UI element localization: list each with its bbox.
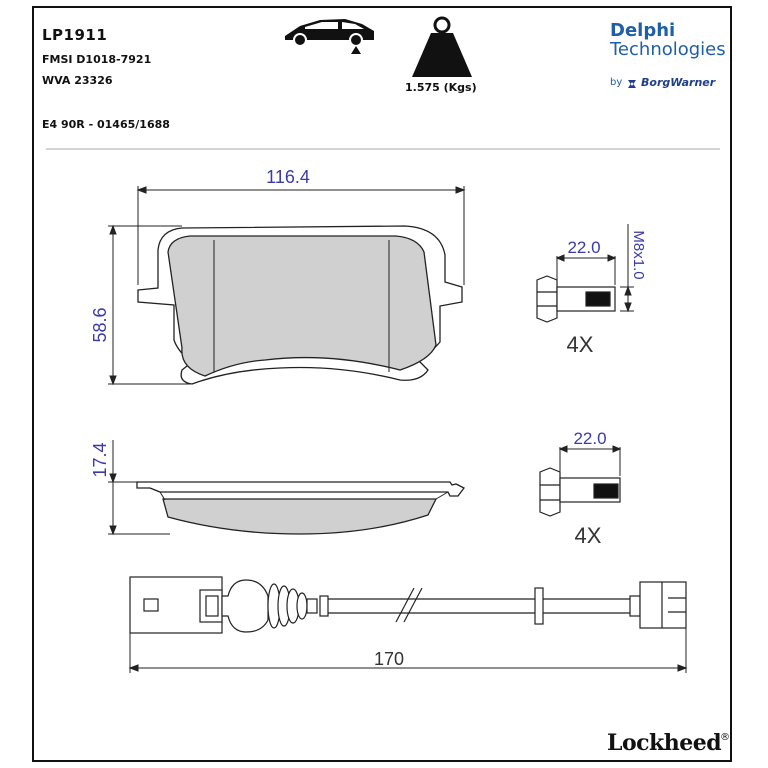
- drawing-frame: [32, 6, 732, 762]
- brake-pad-side-view: [136, 481, 465, 535]
- bolt-bottom: [539, 467, 621, 517]
- part-number: LP1911: [42, 26, 108, 44]
- bolt-thread-label: M8x1.0: [630, 230, 647, 279]
- approval-code: E4 90R - 01465/1688: [42, 118, 170, 131]
- sensor-length-label: 170: [374, 649, 404, 669]
- dimension-pad-thickness: [108, 440, 170, 536]
- weight-icon: [412, 16, 472, 77]
- weight-value: 1.575 (Kgs): [405, 81, 477, 94]
- borgwarner-mark-icon: [628, 80, 636, 88]
- lockheed-logo: Lockheed: [607, 730, 722, 756]
- dimension-bolt-bottom: [558, 445, 622, 476]
- brand-name-line1: Delphi: [610, 20, 676, 41]
- car-axle-position-icon: [285, 19, 374, 54]
- dimension-pad-height: [108, 224, 190, 386]
- wva-code: WVA 23326: [42, 74, 113, 87]
- pad-height-label: 58.6: [90, 307, 110, 342]
- brand-name-line2: Technologies: [610, 39, 726, 60]
- registered-mark: ®: [720, 732, 730, 743]
- bolt-qty-top-label: 4X: [567, 332, 594, 357]
- bolt-length-top-label: 22.0: [567, 238, 600, 257]
- wear-sensor: [129, 576, 687, 634]
- bolt-top: [536, 275, 616, 323]
- dimension-sensor-length: [128, 628, 688, 673]
- fmsi-code: FMSI D1018-7921: [42, 53, 152, 66]
- brake-pad-front-view: [137, 225, 463, 385]
- brand-by: by: [610, 77, 623, 88]
- bolt-qty-bottom-label: 4X: [575, 523, 602, 548]
- brand-parent: BorgWarner: [641, 76, 716, 89]
- dimension-pad-width: [136, 186, 466, 285]
- pad-width-label: 116.4: [266, 167, 310, 187]
- dimension-bolt-top: [555, 224, 634, 313]
- pad-thickness-label: 17.4: [90, 442, 110, 477]
- bolt-length-bottom-label: 22.0: [573, 429, 606, 448]
